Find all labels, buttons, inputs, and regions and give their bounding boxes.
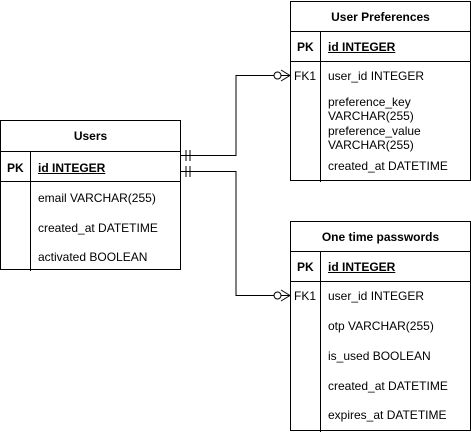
pk-label: PK — [7, 161, 24, 175]
table-title: Users — [73, 129, 108, 143]
fk-label: FK1 — [294, 289, 317, 303]
connector-line — [180, 171, 290, 296]
field-user-id[interactable]: user_id INTEGER — [328, 69, 425, 83]
field-otp[interactable]: otp VARCHAR(255) — [328, 319, 434, 333]
table-one-time-passwords[interactable]: One time passwords PK id INTEGER FK1 use… — [290, 221, 471, 432]
pk-field[interactable]: id INTEGER — [328, 260, 396, 274]
field-preference-key[interactable]: preference_key — [328, 95, 411, 109]
relationship-users-otp[interactable] — [180, 166, 291, 302]
divider — [291, 61, 470, 62]
field-activated[interactable]: activated BOOLEAN — [38, 250, 148, 264]
field-created-at[interactable]: created_at DATETIME — [328, 159, 448, 173]
field-preference-value[interactable]: preference_value — [328, 124, 421, 138]
divider — [291, 251, 470, 252]
zero-circle — [273, 291, 282, 300]
pk-label: PK — [297, 40, 314, 54]
table-title: One time passwords — [321, 230, 440, 244]
crowfoot-line — [280, 75, 291, 82]
zero-circle — [273, 71, 282, 80]
table-user-preferences[interactable]: User Preferences PK id INTEGER FK1 user_… — [290, 1, 471, 182]
crowfoot-line — [280, 289, 291, 296]
pk-field[interactable]: id INTEGER — [328, 40, 396, 54]
field-created-at[interactable]: created_at DATETIME — [328, 379, 448, 393]
divider — [291, 281, 470, 282]
divider — [1, 181, 180, 182]
relationship-users-preferences[interactable] — [180, 69, 291, 161]
crowfoot-line — [280, 295, 291, 302]
table-users[interactable]: Users PK id INTEGER email VARCHAR(255) c… — [0, 120, 181, 271]
pk-label: PK — [297, 260, 314, 274]
field-is-used[interactable]: is_used BOOLEAN — [328, 349, 431, 363]
field-created-at[interactable]: created_at DATETIME — [38, 221, 158, 235]
pk-field[interactable]: id INTEGER — [38, 161, 106, 175]
key-column-divider — [320, 251, 321, 432]
field-expires-at[interactable]: expires_at DATETIME — [328, 408, 447, 422]
crowfoot-line — [280, 69, 291, 76]
field-preference-key-type: VARCHAR(255) — [328, 109, 414, 123]
fk-label: FK1 — [294, 69, 317, 83]
field-user-id[interactable]: user_id INTEGER — [328, 289, 425, 303]
key-column-divider — [320, 31, 321, 182]
field-email[interactable]: email VARCHAR(255) — [38, 191, 156, 205]
divider — [291, 31, 470, 32]
key-column-divider — [30, 151, 31, 271]
field-preference-value-type: VARCHAR(255) — [328, 138, 414, 152]
connector-line — [180, 75, 290, 156]
table-title: User Preferences — [331, 10, 430, 24]
divider — [1, 151, 180, 152]
